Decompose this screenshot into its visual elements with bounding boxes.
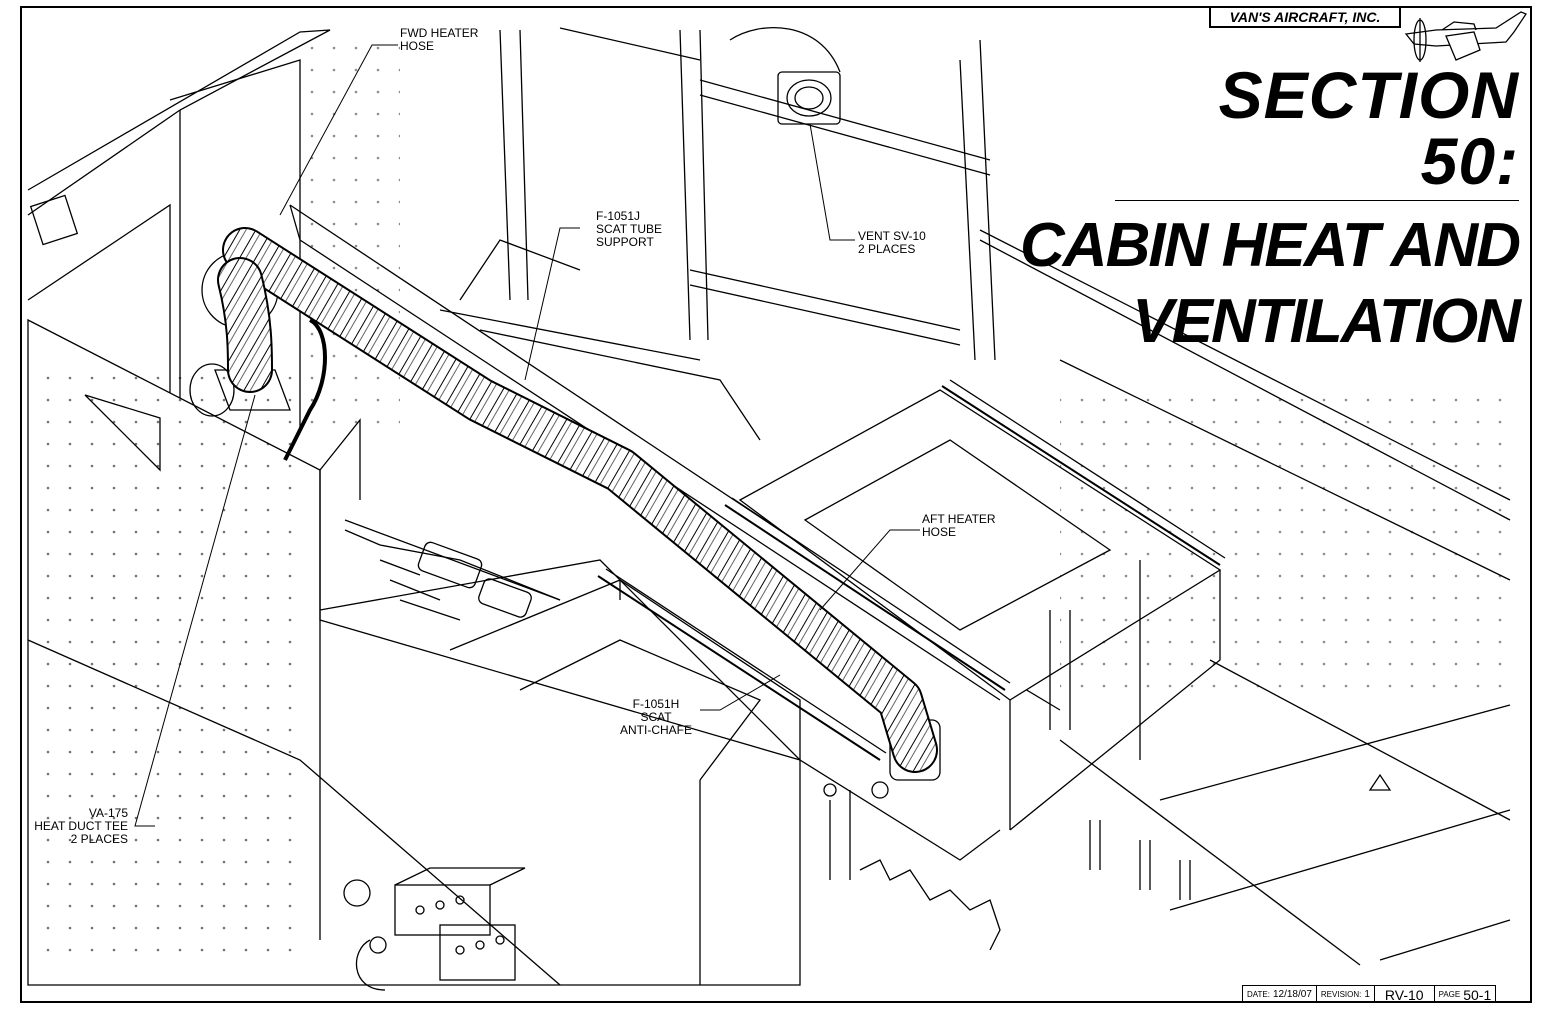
callout-scat-tube-support: F-1051J SCAT TUBE SUPPORT — [596, 209, 663, 249]
title-strip: DATE: 12/18/07 REVISION: 1 RV-10 PAGE 50… — [1242, 985, 1497, 1003]
date-label: DATE: — [1247, 990, 1270, 999]
company-name-box: VAN'S AIRCRAFT, INC. — [1209, 6, 1401, 28]
section-title: SECTION 50: — [1115, 62, 1519, 201]
title-block: SECTION 50: CABIN HEAT AND VENTILATION — [1020, 62, 1521, 356]
callout-vent: VENT SV-10 2 PLACES — [858, 229, 926, 256]
revision-cell: REVISION: 1 — [1317, 986, 1375, 1003]
model-cell: RV-10 — [1375, 986, 1435, 1003]
section-subtitle-line1: CABIN HEAT AND — [1020, 211, 1521, 280]
page-label: PAGE — [1438, 990, 1461, 999]
model-value: RV-10 — [1384, 986, 1424, 1003]
revision-value: 1 — [1364, 989, 1370, 1000]
callout-heat-duct-tee: VA-175 HEAT DUCT TEE 2 PLACES — [34, 806, 128, 846]
callout-aft-heater-hose: AFT HEATER HOSE — [922, 512, 996, 539]
callout-fwd-heater-hose: FWD HEATER HOSE — [400, 26, 479, 53]
callout-scat-anti-chafe: F-1051H SCAT ANTI-CHAFE — [620, 697, 692, 737]
airplane-logo-icon — [1404, 11, 1527, 62]
date-value: 12/18/07 — [1272, 989, 1312, 1000]
date-cell: DATE: 12/18/07 — [1243, 986, 1317, 1003]
page-value: 50-1 — [1463, 986, 1492, 1003]
revision-label: REVISION: — [1320, 990, 1362, 999]
page-cell: PAGE 50-1 — [1435, 986, 1497, 1003]
drawing-sheet — [20, 6, 1532, 1003]
section-subtitle-line2: VENTILATION — [1132, 287, 1521, 356]
